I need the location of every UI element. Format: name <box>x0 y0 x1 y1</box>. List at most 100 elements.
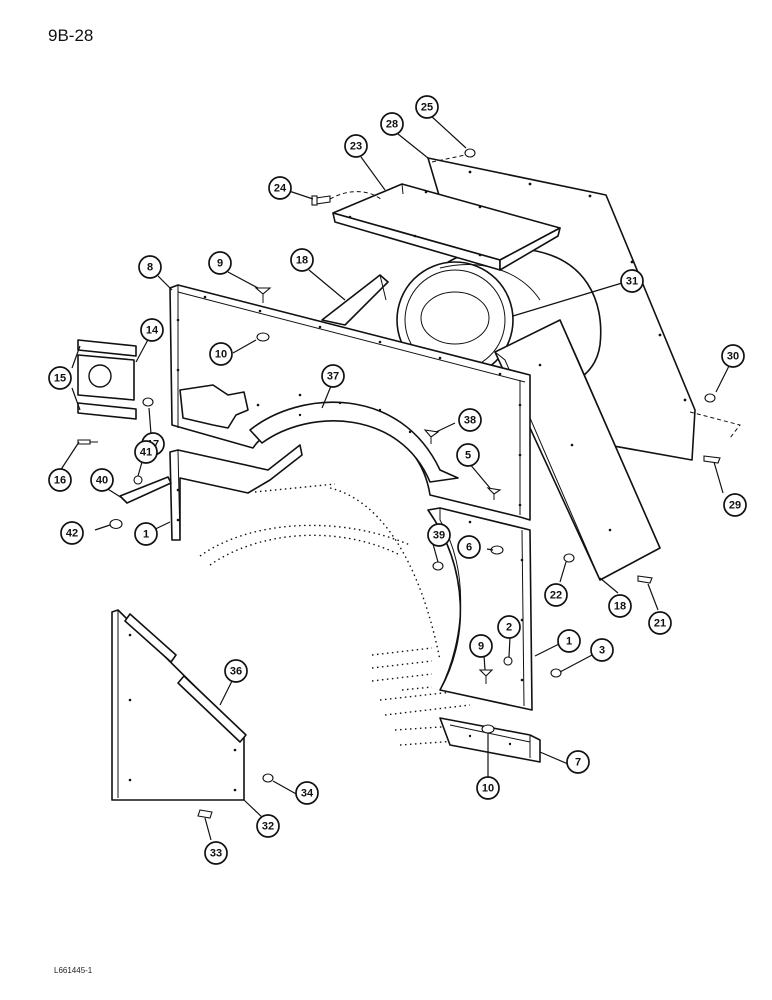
callout-number: 37 <box>327 371 339 383</box>
callout-5: 5 <box>456 443 480 467</box>
callout-28: 28 <box>380 112 404 136</box>
callout-number: 31 <box>626 276 638 288</box>
callout-number: 40 <box>96 475 108 487</box>
callout-circle <box>427 523 451 547</box>
callout-number: 14 <box>146 325 159 337</box>
callout-7: 7 <box>566 750 590 774</box>
callout-circle <box>134 440 158 464</box>
callout-circle <box>566 750 590 774</box>
callout-6: 6 <box>457 535 481 559</box>
shield-rods <box>124 613 247 743</box>
callout-3: 3 <box>590 638 614 662</box>
callout-25: 25 <box>415 95 439 119</box>
callout-38: 38 <box>458 408 482 432</box>
callout-29: 29 <box>723 493 747 517</box>
callout-circle <box>256 814 280 838</box>
callout-number: 2 <box>506 622 512 634</box>
callout-circle <box>469 634 493 658</box>
callout-2: 2 <box>497 615 521 639</box>
callout-number: 7 <box>575 757 581 769</box>
callout-number: 9 <box>478 641 484 653</box>
callout-circle <box>290 248 314 272</box>
callout-number: 22 <box>550 590 562 602</box>
callout-number: 21 <box>654 618 666 630</box>
callout-circle <box>138 255 162 279</box>
callout-number: 16 <box>54 475 66 487</box>
bottom-angle <box>439 717 541 763</box>
callout-24: 24 <box>268 176 292 200</box>
callout-number: 10 <box>215 349 227 361</box>
callout-number: 3 <box>599 645 605 657</box>
top-channel <box>332 183 561 271</box>
rear-brace-upper <box>321 274 389 326</box>
callout-circle <box>204 841 228 865</box>
callout-circle <box>295 781 319 805</box>
callout-number: 30 <box>727 351 739 363</box>
callout-16: 16 <box>48 468 72 492</box>
callout-number: 18 <box>296 255 308 267</box>
callout-circle <box>321 364 345 388</box>
callout-number: 29 <box>729 500 741 512</box>
side-shield <box>111 609 245 801</box>
callout-8: 8 <box>138 255 162 279</box>
side-channel <box>494 319 661 581</box>
callout-number: 24 <box>274 183 287 195</box>
callout-number: 1 <box>143 529 149 541</box>
callout-number: 38 <box>464 415 476 427</box>
callout-circle <box>209 342 233 366</box>
callout-number: 41 <box>140 447 152 459</box>
callout-number: 10 <box>482 783 494 795</box>
callout-1: 1 <box>557 629 581 653</box>
callout-22: 22 <box>544 583 568 607</box>
callout-18: 18 <box>290 248 314 272</box>
callout-circle <box>140 318 164 342</box>
callout-31: 31 <box>620 269 644 293</box>
callout-circle <box>268 176 292 200</box>
callout-circle <box>415 95 439 119</box>
figure-code: L661445-1 <box>54 966 93 975</box>
callout-circle <box>544 583 568 607</box>
callout-number: 9 <box>217 258 223 270</box>
callout-circle <box>590 638 614 662</box>
callout-1: 1 <box>134 522 158 546</box>
callout-circle <box>344 134 368 158</box>
callout-number: 33 <box>210 848 222 860</box>
callout-circle <box>60 521 84 545</box>
callout-circle <box>457 535 481 559</box>
callout-33: 33 <box>204 841 228 865</box>
callout-circle <box>497 615 521 639</box>
callout-number: 18 <box>614 601 626 613</box>
callout-number: 23 <box>350 141 362 153</box>
callout-number: 25 <box>421 102 433 114</box>
callout-circle <box>134 522 158 546</box>
callout-circle <box>456 443 480 467</box>
callout-number: 1 <box>566 636 572 648</box>
front-lower-left-panel <box>169 444 303 541</box>
callout-number: 6 <box>466 542 472 554</box>
callout-circle <box>224 659 248 683</box>
callout-circle <box>721 344 745 368</box>
callout-number: 5 <box>465 450 471 462</box>
callout-number: 28 <box>386 119 398 131</box>
callout-number: 8 <box>147 262 153 274</box>
callout-32: 32 <box>256 814 280 838</box>
bracket-40 <box>119 476 172 504</box>
callout-18: 18 <box>608 594 632 618</box>
callout-21: 21 <box>648 611 672 635</box>
callout-14: 14 <box>140 318 164 342</box>
callout-number: 15 <box>54 373 66 385</box>
leader-lines <box>59 114 731 841</box>
callout-10: 10 <box>476 776 500 800</box>
callout-number: 34 <box>301 788 314 800</box>
callout-circle <box>723 493 747 517</box>
callout-23: 23 <box>344 134 368 158</box>
callout-number: 39 <box>433 530 445 542</box>
callout-9: 9 <box>469 634 493 658</box>
callout-37: 37 <box>321 364 345 388</box>
callout-number: 32 <box>262 821 274 833</box>
arc-flange <box>249 401 459 483</box>
callout-36: 36 <box>224 659 248 683</box>
callout-circle <box>90 468 114 492</box>
